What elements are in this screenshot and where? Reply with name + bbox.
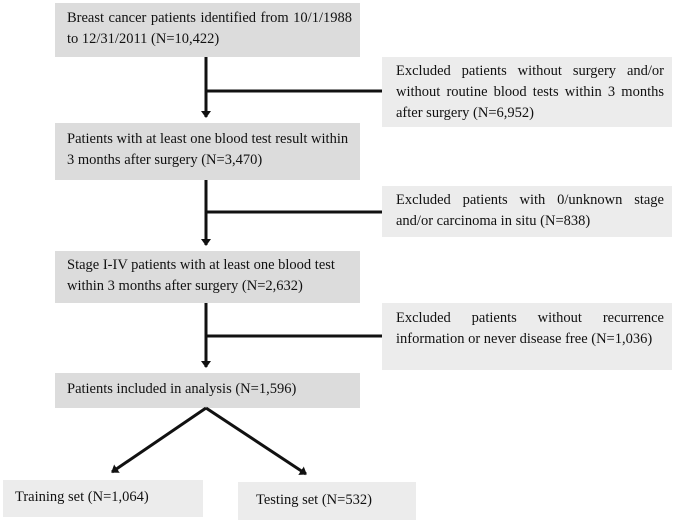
box-blood-test-text: Patients with at least one blood test re…	[67, 131, 349, 168]
box-exclusion-3: Excluded patients without recurrence inf…	[382, 303, 672, 370]
box-exclusion-2: Excluded patients with 0/unknown stage a…	[382, 186, 672, 237]
box-exclusion-1-text: Excluded patients without surgery and/or…	[396, 63, 664, 121]
arrow-included-to-testing	[205, 406, 307, 476]
box-exclusion-2-text: Excluded patients with 0/unknown stage a…	[396, 192, 664, 229]
box-testing-text: Testing set (N=532)	[256, 492, 372, 508]
box-identified: Breast cancer patients identified from 1…	[55, 3, 360, 57]
box-included-text: Patients included in analysis (N=1,596)	[67, 381, 297, 397]
box-blood-test: Patients with at least one blood test re…	[55, 123, 360, 180]
box-stage-text: Stage I-IV patients with at least one bl…	[67, 257, 335, 294]
box-exclusion-1: Excluded patients without surgery and/or…	[382, 57, 672, 127]
box-training-text: Training set (N=1,064)	[15, 489, 149, 505]
box-identified-text: Breast cancer patients identified from 1…	[67, 10, 352, 47]
arrow-included-to-training	[111, 406, 207, 474]
box-testing: Testing set (N=532)	[238, 482, 416, 520]
box-exclusion-3-text: Excluded patients without recurrence inf…	[396, 310, 664, 347]
box-stage: Stage I-IV patients with at least one bl…	[55, 251, 360, 303]
box-included: Patients included in analysis (N=1,596)	[55, 373, 360, 408]
box-training: Training set (N=1,064)	[3, 480, 203, 517]
